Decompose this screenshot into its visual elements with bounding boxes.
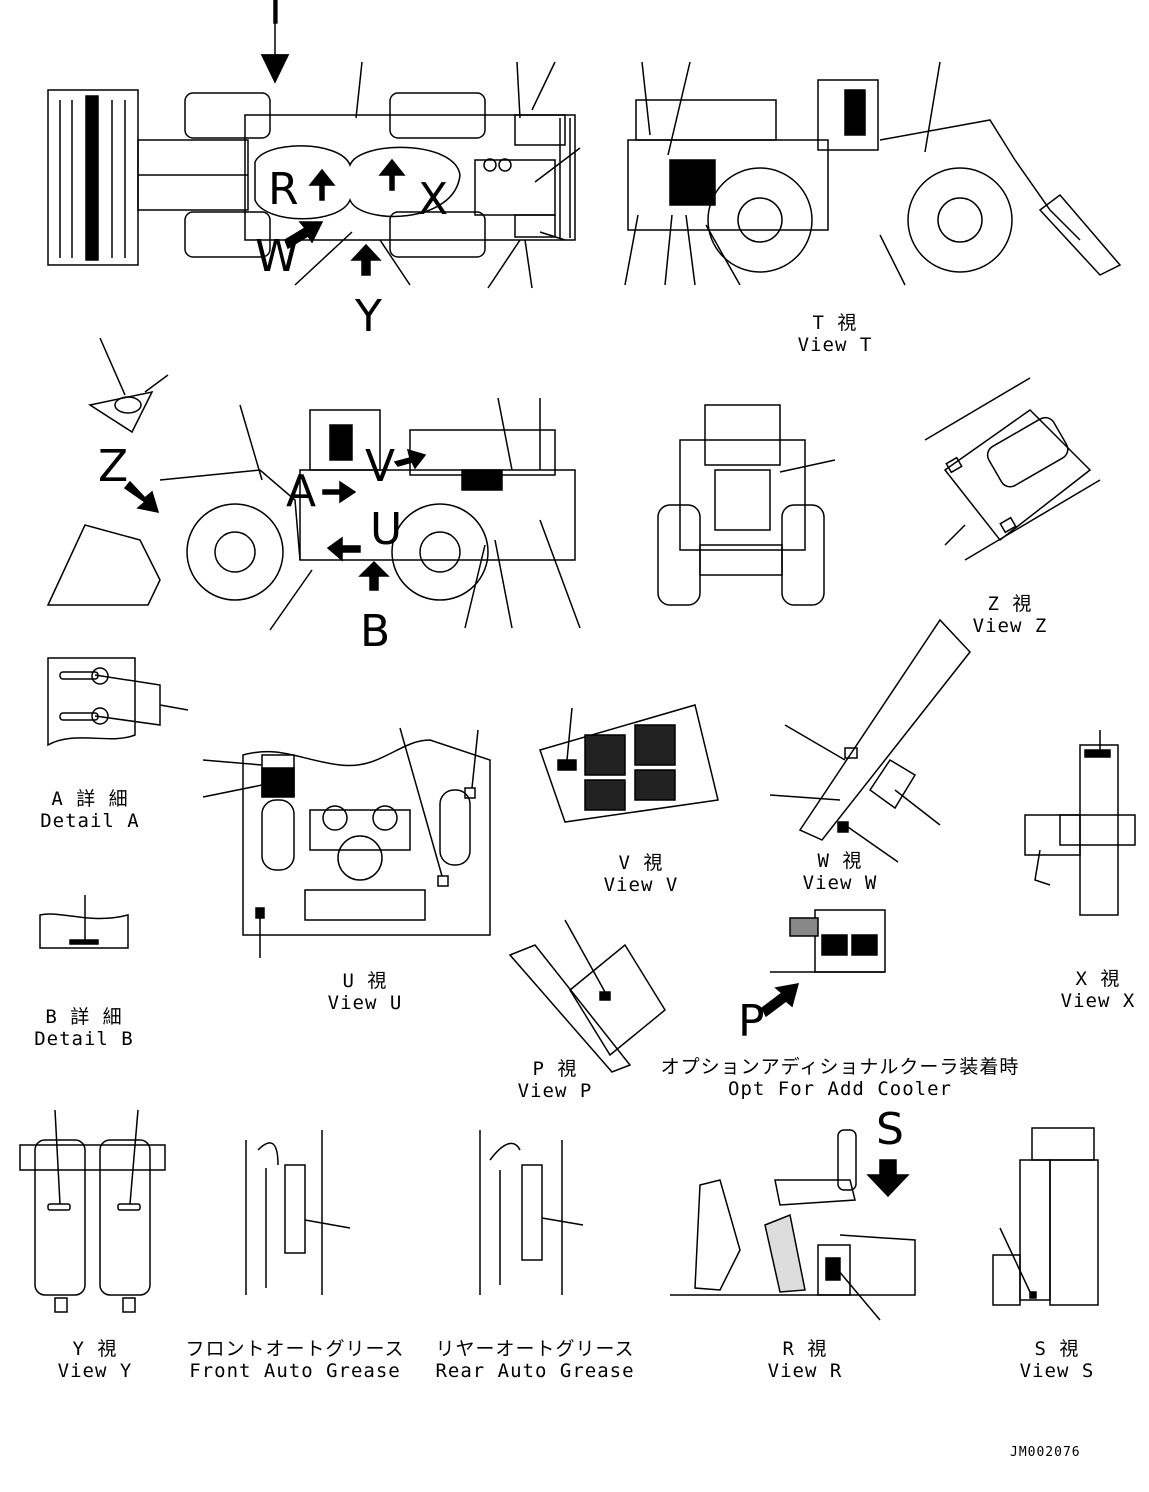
caption-jp: W 視 — [817, 850, 863, 872]
caption-en: Opt For Add Cooler — [728, 1078, 952, 1100]
caption-view-v: V 視 View V — [596, 852, 686, 896]
view-s-drawing — [992, 1127, 1099, 1306]
top-plan-view — [47, 89, 576, 266]
caption-view-r: R 視 View R — [760, 1338, 850, 1382]
caption-jp: B 詳 細 — [45, 1006, 123, 1028]
caption-en: View U — [327, 992, 403, 1014]
caption-en: Rear Auto Grease — [435, 1360, 635, 1382]
caption-detail-b: B 詳 細 Detail B — [32, 1006, 136, 1050]
front-grease-drawing — [245, 1130, 323, 1295]
caption-en: Detail A — [40, 810, 140, 832]
caption-en: View V — [603, 874, 679, 896]
caption-front-grease: フロントオートグリース Front Auto Grease — [180, 1338, 410, 1382]
caption-jp: R 視 — [782, 1338, 828, 1360]
view-x-drawing — [1024, 744, 1136, 916]
caption-jp: フロントオートグリース — [185, 1338, 405, 1360]
view-letter-t: T — [262, 0, 289, 35]
caption-view-w: W 視 View W — [795, 850, 885, 894]
view-letter-p: P — [738, 996, 765, 1047]
view-letter-a: A — [286, 466, 317, 517]
caption-jp: T 視 — [812, 312, 858, 334]
detail-b-drawing — [39, 913, 129, 949]
view-u-drawing — [242, 739, 491, 936]
caption-jp: V 視 — [618, 852, 664, 874]
caption-jp: オプションアディショナルクーラ装着時 — [660, 1056, 1020, 1078]
view-r-drawing — [670, 1129, 916, 1296]
view-letter-s: S — [876, 1104, 904, 1155]
view-y-drawing — [19, 1139, 166, 1313]
caption-jp: P 視 — [532, 1058, 578, 1080]
caption-rear-grease: リヤーオートグリース Rear Auto Grease — [425, 1338, 645, 1382]
view-letter-u: U — [370, 504, 403, 555]
caption-jp: X 視 — [1075, 968, 1121, 990]
caption-view-u: U 視 View U — [320, 970, 410, 1014]
caption-view-y: Y 視 View Y — [50, 1338, 140, 1382]
caption-en: Detail B — [34, 1028, 134, 1050]
view-letter-r: R — [268, 164, 299, 215]
caption-opt-cooler: オプションアディショナルクーラ装着時 Opt For Add Cooler — [660, 1056, 1020, 1100]
view-letter-v: V — [365, 441, 396, 492]
caption-en: View W — [802, 872, 878, 894]
caption-jp: Y 視 — [72, 1338, 118, 1360]
caption-en: View P — [517, 1080, 593, 1102]
side-view-left — [46, 409, 576, 606]
caption-en: View S — [1019, 1360, 1095, 1382]
caption-detail-a: A 詳 細 Detail A — [38, 788, 142, 832]
caption-jp: リヤーオートグリース — [435, 1338, 635, 1360]
view-p-drawing — [508, 943, 666, 1073]
detail-a-drawing — [47, 657, 161, 747]
side-view-t — [627, 79, 1122, 276]
view-w-drawing — [769, 618, 971, 841]
caption-en: View Y — [57, 1360, 133, 1382]
view-letter-b: B — [360, 606, 391, 657]
caption-view-s: S 視 View S — [1012, 1338, 1102, 1382]
view-z-drawing — [924, 377, 1101, 561]
caption-view-z: Z 視 View Z — [965, 593, 1055, 637]
caption-jp: A 詳 細 — [51, 788, 129, 810]
caption-en: View Z — [972, 615, 1048, 637]
view-v-drawing — [539, 704, 719, 823]
caption-en: View T — [797, 334, 873, 356]
caption-jp: U 視 — [342, 970, 388, 992]
caption-view-x: X 視 View X — [1053, 968, 1143, 1012]
opt-cooler-drawing — [770, 909, 886, 973]
caption-jp: Z 視 — [987, 593, 1033, 615]
front-view — [657, 404, 825, 606]
caption-view-p: P 視 View P — [510, 1058, 600, 1102]
caption-view-t: T 視 View T — [790, 312, 880, 356]
view-letter-z: Z — [98, 441, 129, 492]
caption-en: Front Auto Grease — [189, 1360, 401, 1382]
rear-grease-drawing — [479, 1130, 563, 1295]
caption-jp: S 視 — [1034, 1338, 1080, 1360]
caption-en: View R — [767, 1360, 843, 1382]
caption-en: View X — [1060, 990, 1136, 1012]
view-letter-x: X — [418, 174, 449, 225]
drawing-code: JM002076 — [1010, 1445, 1081, 1460]
view-letter-w: W — [255, 231, 299, 282]
view-letter-y: Y — [355, 291, 382, 342]
